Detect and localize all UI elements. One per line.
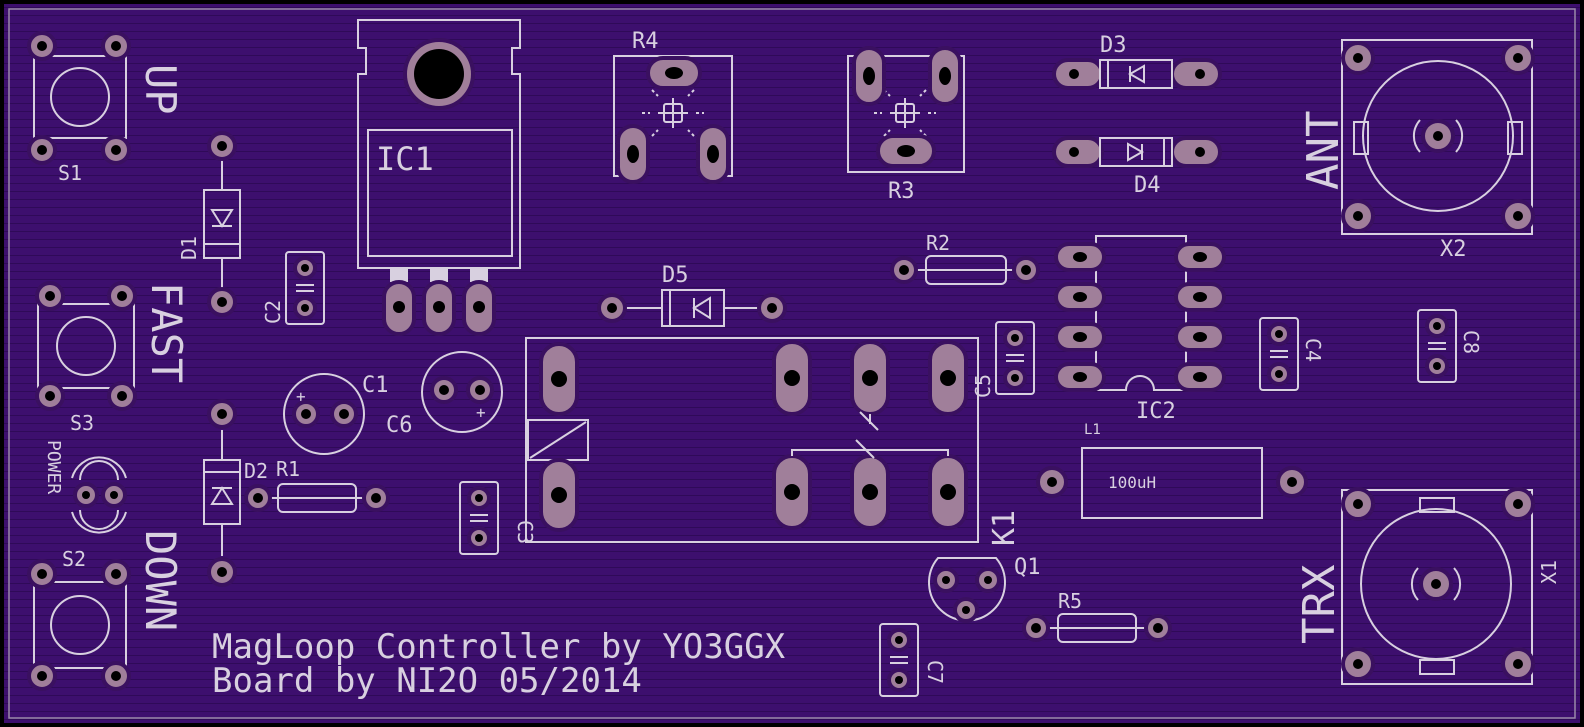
ref-c6: C6 xyxy=(386,413,413,438)
ic2-dip8: IC2 xyxy=(1054,235,1226,424)
regulator-ic1: IC1 xyxy=(357,19,521,336)
ref-s3: S3 xyxy=(70,411,94,435)
trimmer-r3: R3 xyxy=(847,46,965,204)
ref-c2: C2 xyxy=(261,300,285,324)
ref-r1: R1 xyxy=(276,457,300,481)
relay-k1: K1 xyxy=(525,337,1022,546)
label-ant: ANT xyxy=(1298,111,1349,190)
diode-d4: D4 xyxy=(1052,136,1222,198)
capacitor-c2: C2 xyxy=(261,251,325,325)
capacitor-c5: C5 xyxy=(971,321,1035,398)
ref-s1: S1 xyxy=(58,161,82,185)
diode-d3: D3 xyxy=(1052,33,1222,90)
ref-d4: D4 xyxy=(1134,173,1161,198)
inductor-value: 100uH xyxy=(1108,473,1156,492)
switch-s2: S2 xyxy=(27,547,131,691)
ref-c5: C5 xyxy=(971,374,995,398)
ref-k1: K1 xyxy=(987,510,1022,546)
ref-s2: S2 xyxy=(62,547,86,571)
capacitor-c8: C8 xyxy=(1417,309,1483,383)
capacitor-c1: + C1 xyxy=(283,373,389,455)
ref-x1: X1 xyxy=(1537,560,1561,584)
ref-r2: R2 xyxy=(926,231,950,255)
ref-l1: L1 xyxy=(1084,422,1101,438)
capacitor-c7: C7 xyxy=(879,623,947,697)
label-fast: FAST xyxy=(142,282,191,383)
label-trx: TRX xyxy=(1294,564,1345,644)
inductor-l1: 100uH L1 xyxy=(1036,422,1308,519)
label-up: UP xyxy=(136,64,185,115)
transistor-q1: Q1 xyxy=(928,555,1041,623)
label-down: DOWN xyxy=(136,530,185,631)
board-title-line2: Board by NI2O 05/2014 xyxy=(212,661,642,701)
ref-d3: D3 xyxy=(1100,33,1127,58)
switch-s3: S3 xyxy=(35,281,137,435)
trimmer-r4: R4 xyxy=(613,29,733,184)
ref-ic1: IC1 xyxy=(376,140,434,178)
ref-r5: R5 xyxy=(1058,589,1082,613)
ref-r3: R3 xyxy=(888,179,915,204)
diode-d2: D2 xyxy=(203,399,268,587)
connector-x1-bnc: X1 xyxy=(1341,487,1561,685)
svg-text:+: + xyxy=(476,403,486,422)
board-outline xyxy=(8,8,1576,719)
diode-d1: D1 xyxy=(177,131,241,317)
ref-x2: X2 xyxy=(1440,237,1467,262)
ref-d5: D5 xyxy=(662,263,689,288)
ref-c8: C8 xyxy=(1459,330,1483,354)
svg-text:+: + xyxy=(296,387,306,406)
ref-c1: C1 xyxy=(362,373,389,398)
ref-d1: D1 xyxy=(177,236,201,260)
ref-ic2: IC2 xyxy=(1136,399,1176,424)
ref-r4: R4 xyxy=(632,29,659,54)
capacitor-c6: + C6 xyxy=(386,351,503,438)
connector-x2-bnc: X2 xyxy=(1341,39,1535,262)
resistor-r2: R2 xyxy=(890,231,1040,285)
ref-c4: C4 xyxy=(1301,338,1325,362)
switch-s1: S1 xyxy=(27,31,131,185)
diode-d5: D5 xyxy=(597,263,787,327)
ref-c7: C7 xyxy=(923,660,947,684)
capacitor-c4: C4 xyxy=(1259,317,1325,391)
resistor-r5: R5 xyxy=(1022,589,1172,643)
board-title-line1: MagLoop Controller by YO3GGX xyxy=(212,627,786,667)
ref-q1: Q1 xyxy=(1014,555,1041,580)
ref-d2: D2 xyxy=(244,459,268,483)
resistor-r1: R1 xyxy=(244,457,390,513)
label-power: POWER xyxy=(43,440,64,494)
led-power xyxy=(71,456,127,534)
